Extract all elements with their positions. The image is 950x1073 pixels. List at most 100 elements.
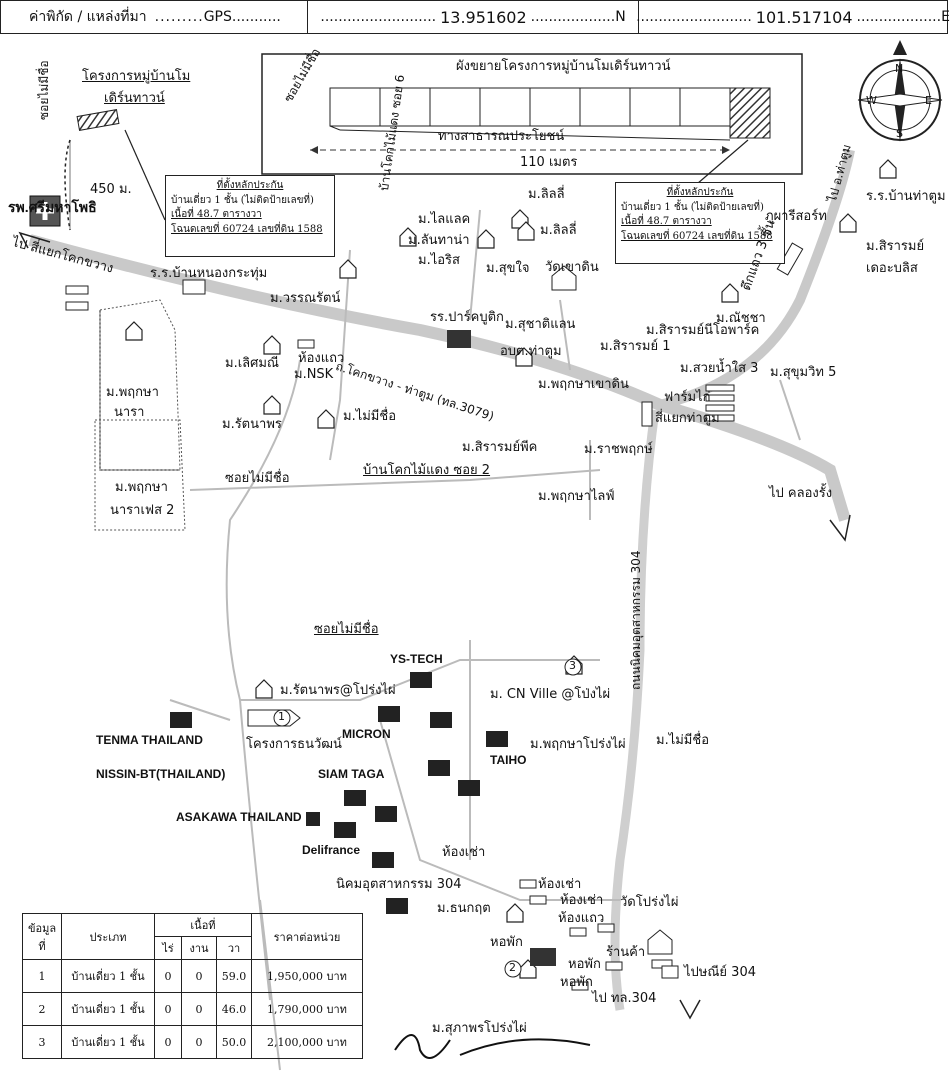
arrow-khlong-rung xyxy=(829,514,851,542)
table-cell: บ้านเดี่ยว 1 ชั้น xyxy=(61,992,155,1026)
dorm-icon xyxy=(530,948,556,966)
compass-rose xyxy=(857,40,943,142)
label-m-sukjai: ม.สุขใจ xyxy=(486,261,530,276)
label-farm-kai: ฟาร์มไก่ xyxy=(664,390,711,405)
inset-distance: 110 เมตร xyxy=(520,155,578,170)
label-siam-taga: SIAM TAGA xyxy=(318,767,385,781)
table-cell: 2 xyxy=(22,992,62,1026)
table-cell: 59.0 xyxy=(216,959,252,993)
table-cell: 1 xyxy=(22,959,62,993)
label-micron: MICRON xyxy=(342,727,391,741)
label-m-no-name1: ม.ไม่มีชื่อ xyxy=(343,409,397,424)
label-wat-khao-din: วัดเขาดิน xyxy=(545,260,599,275)
label-shophouse-b: ห้องแถว xyxy=(558,911,605,926)
compass-w: W xyxy=(866,94,877,107)
label-m-suay-namsai: ม.สวยน้ำใส 3 xyxy=(680,361,759,376)
gps-source: GPS xyxy=(203,9,232,25)
label-m-ratch-phruksa: ม.ราชพฤกษ์ xyxy=(584,442,653,457)
house-icons xyxy=(125,159,897,979)
table-row: 2 บ้านเดี่ยว 1 ชั้น 0 0 46.0 1,790,000 บ… xyxy=(22,992,363,1026)
road-304 xyxy=(610,409,660,1011)
longitude-value: 101.517104 xyxy=(755,7,853,27)
table-cell: 50.0 xyxy=(216,1025,252,1059)
latitude-cell: .......................... 13.951602 ...… xyxy=(308,1,639,33)
school-icon xyxy=(182,279,206,295)
location-map xyxy=(18,40,943,1071)
label-post-304: ไปษณีย์ 304 xyxy=(684,965,756,980)
table-header-no: ข้อมูลที่ xyxy=(22,913,62,960)
label-m-iris: ม.ไอริส xyxy=(418,253,460,268)
label-m-no-name2: ม.ไม่มีชื่อ xyxy=(656,733,710,748)
latitude-dir: N xyxy=(615,9,626,25)
table-cell: 0 xyxy=(154,959,182,993)
route-to-project xyxy=(64,139,71,231)
collateral-line3: โฉนดเลขที่ 60724 เลขที่ดิน 1588 xyxy=(621,230,773,242)
collateral-line1: บ้านเดี่ยว 1 ชั้น (ไม่ติดป้ายเลขที่) xyxy=(171,194,314,206)
label-m-lalaek: ม.ไลแลค xyxy=(418,212,471,227)
label-shophouse-a: ห้องแถว xyxy=(298,351,345,366)
label-shop: ร้านค้า xyxy=(606,945,646,960)
label-sieng-tha-tum: สี่แยกท่าตูม xyxy=(655,411,720,426)
label-450m: 450 ม. xyxy=(90,182,132,197)
label-room-rent1: ห้องเช่า xyxy=(442,845,486,860)
collateral-box-right: ที่ตั้งหลักประกัน บ้านเดี่ยว 1 ชั้น (ไม่… xyxy=(615,182,785,264)
table-cell: 1,950,000 บาท xyxy=(251,959,363,993)
table-cell: บ้านเดี่ยว 1 ชั้น xyxy=(61,959,155,993)
label-delifrance: Delifrance xyxy=(302,843,361,857)
label-m-sukhumvit5: ม.สุขุมวิท 5 xyxy=(770,365,837,380)
compass-n: N xyxy=(895,62,904,75)
label-m-phruksa-life: ม.พฤกษาไลฟ์ xyxy=(538,489,615,504)
label-room-rent2: ห้องเช่า xyxy=(538,877,582,892)
label-to-304: ไป ทล.304 xyxy=(592,991,657,1006)
label-m-sirarom-park: ม.สิรารมย์นีโอพาร์ค xyxy=(646,323,760,338)
label-m-cn-ville: ม. CN Ville @โป่งไผ่ xyxy=(490,687,611,702)
table-cell: 0 xyxy=(154,1025,182,1059)
coord-label: ค่าพิกัด / แหล่งที่มา xyxy=(29,9,147,25)
label-phufa-resort: ภูผารีสอร์ท xyxy=(765,209,827,224)
table-cell: 0 xyxy=(154,992,182,1026)
label-soi-no-name-low: ซอยไม่มีชื่อ xyxy=(314,622,379,637)
marker-1: 1 xyxy=(278,710,285,723)
table-header-price: ราคาต่อหน่วย xyxy=(251,913,363,960)
label-m-thanakrit: ม.ธนกฤต xyxy=(437,901,491,916)
table-row: 3 บ้านเดี่ยว 1 ชั้น 0 0 50.0 2,100,000 บ… xyxy=(22,1025,363,1059)
marker-2: 2 xyxy=(509,961,516,974)
collateral-line2: เนื้อที่ 48.7 ตารางวา xyxy=(171,209,262,220)
table-cell: บ้านเดี่ยว 1 ชั้น xyxy=(61,1025,155,1059)
label-m-phruksa-nara2: นารา xyxy=(114,405,145,420)
label-m-phruksa-nara-phase2: นาราเฟส 2 xyxy=(110,503,175,518)
label-to-khlong-rung: ไป คลองรั้ง xyxy=(769,486,833,501)
table-cell: 1,790,000 บาท xyxy=(251,992,363,1026)
label-wat-prongphai: วัดโปร่งไผ่ xyxy=(620,895,679,910)
label-m-phruksa-nara-phase1: ม.พฤกษา xyxy=(115,480,168,495)
longitude-cell: .......................... 101.517104 ..… xyxy=(636,7,950,27)
label-park-buti: รร.ปาร์คบูติก xyxy=(430,310,504,325)
label-m-phruksa-khaodin: ม.พฤกษาเขาดิน xyxy=(538,377,629,392)
label-project-thanawat: โครงการธนวัฒน์ xyxy=(246,737,342,752)
label-m-lanthom: ม.ลันทาน่า xyxy=(408,233,470,248)
table-cell: 0 xyxy=(181,992,217,1026)
label-nissin: NISSIN-BT(THAILAND) xyxy=(96,767,226,781)
label-m-nsk: ม.NSK xyxy=(294,367,334,382)
table-cell: 0 xyxy=(181,1025,217,1059)
inset-title: ผังขยายโครงการหมู่บ้านโมเดิร์นทาวน์ xyxy=(456,59,671,74)
label-m-natcha: ม.ณัชชา xyxy=(716,311,766,326)
label-m-phruksa-nara1: ม.พฤกษา xyxy=(106,385,159,400)
small-buildings xyxy=(297,242,804,991)
longitude-dir: E xyxy=(941,9,950,25)
label-room-rent3: ห้องเช่า xyxy=(560,893,604,908)
label-school-tha-tum: ร.ร.บ้านท่าตูม xyxy=(866,189,946,204)
label-m-suchada: ม.สุชาติแลน xyxy=(505,317,576,332)
inset-parcel xyxy=(729,87,771,139)
label-project-1: โครงการหมู่บ้านโม xyxy=(82,69,191,84)
label-m-wannarat: ม.วรรณรัตน์ xyxy=(270,291,341,306)
latitude-value: 13.951602 xyxy=(440,7,527,27)
comparable-data-table: ข้อมูลที่ ประเภท เนื้อที่ ราคาต่อหน่วย ไ… xyxy=(22,913,363,1059)
collateral-box-left: ที่ตั้งหลักประกัน บ้านเดี่ยว 1 ชั้น (ไม่… xyxy=(165,175,335,257)
label-m-rattanaporn: ม.รัตนาพร xyxy=(222,417,282,432)
collateral-title: ที่ตั้งหลักประกัน xyxy=(216,180,284,191)
project-parcel xyxy=(76,109,120,131)
table-cell: 2,100,000 บาท xyxy=(251,1025,363,1059)
signature xyxy=(394,1034,591,1059)
gps-source-cell: ค่าพิกัด / แหล่งที่มา ......... GPS ....… xyxy=(1,1,309,33)
